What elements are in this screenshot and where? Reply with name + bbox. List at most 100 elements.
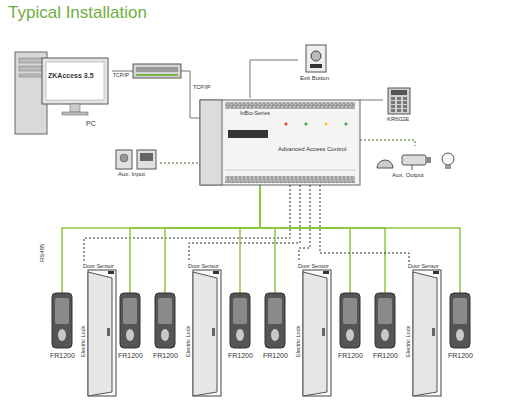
node-label: Door Sensor: [298, 263, 329, 269]
node-label: FR1200: [118, 352, 143, 360]
connector-line: [84, 185, 290, 262]
signal-label: RS485: [39, 244, 46, 262]
keypad-key: [391, 109, 395, 112]
door-handle: [212, 328, 215, 336]
door-frame: [413, 270, 441, 396]
node-label: FR1200: [338, 352, 363, 360]
door-node: Door SensorElectric Lock: [80, 262, 118, 398]
node-label: FR1200: [153, 352, 178, 360]
node-label: Exit Button: [300, 75, 329, 82]
reader-node: FR1200: [150, 293, 180, 363]
reader-window: [378, 298, 392, 324]
pc-node: ZKAccess 3.5PC: [12, 50, 112, 132]
keypad-node: KR602E: [383, 86, 415, 124]
edge-label: TCP/IP: [113, 73, 129, 79]
reader-window: [233, 298, 247, 324]
controller-node: InBio-SeriesAdvanced Access Control: [200, 98, 360, 185]
node-label: InBio-Series: [240, 110, 270, 116]
reader-door-figures: [52, 270, 470, 396]
fingerprint-sensor: [271, 329, 279, 341]
node-label: FR1200: [263, 352, 288, 360]
connector-line: [360, 140, 415, 146]
aux-input-node: Aux. Input: [112, 147, 160, 183]
door-sensor-symbol: [323, 271, 329, 274]
reader-window: [123, 298, 137, 324]
fingerprint-reader: [52, 293, 72, 348]
fingerprint-sensor: [161, 329, 169, 341]
connector-line: [240, 185, 260, 293]
reader-node: FR1200: [115, 293, 145, 363]
door-frame: [193, 270, 221, 396]
fingerprint-sensor: [381, 329, 389, 341]
keypad-key: [397, 109, 401, 112]
door-leaf: [193, 272, 217, 396]
node-label: FR1200: [228, 352, 253, 360]
connector-line: [250, 60, 298, 98]
keypad-key: [397, 105, 401, 108]
keypad-key: [403, 105, 407, 108]
pc-figure: [15, 52, 108, 134]
node-label: FR1200: [373, 352, 398, 360]
fingerprint-reader: [265, 293, 285, 348]
keypad-key: [403, 97, 407, 100]
node-label: KR602E: [387, 116, 409, 123]
fingerprint-sensor: [236, 329, 244, 341]
door-node: Door SensorElectric Lock: [405, 262, 443, 398]
node-label: PC: [86, 120, 96, 128]
reader-node: FR1200: [225, 293, 255, 363]
reader-window: [268, 298, 282, 324]
keypad-figure: [388, 88, 410, 114]
keypad-key: [391, 105, 395, 108]
controller-figure: [200, 100, 360, 185]
reader-node: FR1200: [260, 293, 290, 363]
door-node: Door SensorElectric Lock: [295, 262, 333, 398]
reader-node: FR1200: [47, 293, 77, 363]
keypad-key: [397, 97, 401, 100]
aux-output-figure: [377, 153, 454, 170]
reader-window: [343, 298, 357, 324]
fingerprint-sensor: [456, 329, 464, 341]
fingerprint-reader: [120, 293, 140, 348]
reader-window: [158, 298, 172, 324]
aux-input-figure: [116, 150, 156, 169]
node-label: Door Sensor: [408, 263, 439, 269]
fingerprint-sensor: [346, 329, 354, 341]
connector-line: [189, 185, 300, 262]
door-sensor-symbol: [213, 271, 219, 274]
fingerprint-reader: [450, 293, 470, 348]
fingerprint-reader: [230, 293, 250, 348]
connector-line: [160, 163, 200, 164]
door-handle: [432, 328, 435, 336]
node-label: Aux. Input: [118, 171, 145, 178]
door-leaf: [303, 272, 327, 396]
fingerprint-sensor: [126, 329, 134, 341]
connector-line: [260, 185, 275, 293]
reader-window: [55, 298, 69, 324]
node-label: ZKAccess 3.5: [48, 72, 94, 80]
keypad-key: [403, 109, 407, 112]
node-label: FR1200: [50, 352, 75, 360]
node-label: Door Sensor: [83, 263, 114, 269]
node-label: Advanced Access Control: [278, 146, 346, 153]
node-label: Electric Lock: [185, 326, 191, 357]
door-leaf: [413, 272, 437, 396]
keypad-key: [391, 97, 395, 100]
connector-line: [360, 100, 383, 101]
fingerprint-sensor: [58, 329, 66, 341]
door-sensor-symbol: [108, 271, 114, 274]
aux-output-node: Aux. Output: [372, 146, 460, 185]
fingerprint-reader: [340, 293, 360, 348]
reader-node: FR1200: [335, 293, 365, 363]
door-frame: [303, 270, 331, 396]
node-label: Electric Lock: [80, 326, 86, 357]
door-sensor-symbol: [433, 271, 439, 274]
door-handle: [107, 328, 110, 336]
reader-node: FR1200: [445, 293, 475, 363]
fingerprint-reader: [375, 293, 395, 348]
connector-line: [299, 185, 310, 262]
node-label: Door Sensor: [188, 263, 219, 269]
door-leaf: [88, 272, 112, 396]
diagram-title: Typical Installation: [8, 3, 147, 23]
